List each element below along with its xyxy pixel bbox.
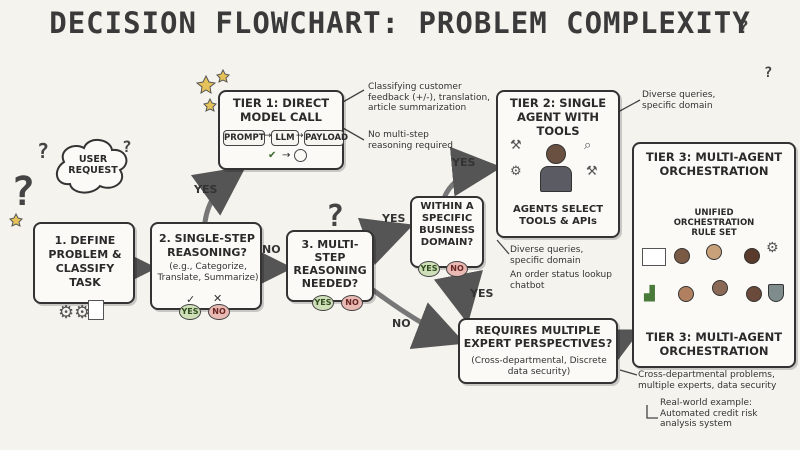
gear-icon: ⚙ [510,164,522,179]
question-mark-icon: ? [738,17,749,38]
star-icon [9,212,23,227]
multi-expert-title: REQUIRES MULTIPLE EXPERT PERSPECTIVES? [463,324,613,350]
agent-avatar-icon [678,286,694,302]
gear-icon: ⚙ [766,240,779,256]
agent-avatar-icon [744,248,760,264]
llm-chip: LLM [271,130,299,146]
tier2-box: TIER 2: SINGLE AGENT WITH TOOLS ⚒ ⚙ ⌕ ⚒ … [496,90,620,238]
user-request-label: USER REQUEST [68,154,118,176]
step1-label: 1. DEFINE PROBLEM & CLASSIFY TASK [48,234,122,289]
arrow-right-icon: → [296,131,304,141]
question-mark-icon: ? [764,65,772,81]
tier1-title: TIER 1: DIRECT MODEL CALL [232,96,330,124]
arrow-expert-tier3 [585,329,641,375]
step2-no-badge: NO [208,304,230,320]
tier2-top-note: Diverse queries, specific domain [642,90,716,111]
arrow-domain-expert [433,269,483,324]
step3-box: 3. MULTI-STEP REASONING NEEDED? [286,230,374,302]
edge-label-domain-yes-bottom: YES [470,287,494,300]
tier2-bottom-note-1: Diverse queries, specific domain [510,245,584,266]
page-title: DECISION FLOWCHART: PROBLEM COMPLEXITY [49,6,751,40]
tier1-examples-note: Classifying customer feedback (+/-), tra… [368,82,491,113]
document-icon [88,300,104,320]
search-icon: ⌕ [584,138,592,153]
agent-avatar-icon [706,244,722,260]
step2-title: 2. SINGLE-STEP REASONING? [158,232,255,259]
domain-question-title: WITHIN A SPECIFIC BUSINESS DOMAIN? [419,201,475,248]
payload-chip: PAYLOAD [304,130,348,146]
edge-label-domain-yes-top: YES [452,156,476,169]
step3-title: 3. MULTI-STEP REASONING NEEDED? [293,238,367,290]
domain-question-box: WITHIN A SPECIFIC BUSINESS DOMAIN? [410,196,484,268]
tier3-box: TIER 3: MULTI-AGENT ORCHESTRATION UNIFIE… [632,142,796,368]
domain-no-badge: NO [446,261,468,277]
step1-box: 1. DEFINE PROBLEM & CLASSIFY TASK [33,222,135,304]
check-icon: ✓ [186,293,196,306]
news-icon [642,248,666,266]
cross-icon: ✕ [213,292,223,305]
arrow-right-icon: → [282,150,291,161]
star-icon [216,68,230,83]
domain-yes-badge: YES [418,261,440,277]
tier3-title-top: TIER 3: MULTI-AGENT ORCHESTRATION [645,150,783,178]
arrow-step3-domain [357,217,414,265]
star-icon [195,74,217,94]
question-mark-icon: ? [122,137,132,156]
edge-label-step3-no: NO [392,317,411,330]
tier3-cloud-label: UNIFIED ORCHESTRATION RULE SET [673,208,755,238]
multi-expert-box: REQUIRES MULTIPLE EXPERT PERSPECTIVES? (… [458,318,618,384]
agent-avatar-icon [712,280,728,296]
question-mark-icon: ? [37,139,49,163]
user-request-cloud [55,139,128,194]
arrow-domain-tier2 [442,146,502,199]
step2-yes-badge: YES [179,304,201,320]
agent-person-icon [538,144,574,192]
chart-icon: ▟ [644,286,655,302]
edge-label-step2-no: NO [262,243,281,256]
arrow-right-icon: → [264,131,272,141]
wrench-icon: ⚒ [510,138,522,153]
arrow-step2-tier1 [190,166,247,225]
agent-avatar-icon [746,286,762,302]
step3-yes-badge: YES [312,295,334,311]
tier3-agents-illustration: ⚙ ▟ [640,240,790,334]
hammer-icon: ⚒ [586,164,598,179]
check-circle-icon: ✔ [268,150,277,161]
question-mark-icon: ? [326,199,344,234]
gears-icon: ⚙⚙ [58,302,91,323]
tier2-subtitle: AGENTS SELECT TOOLS & APIs [512,204,604,227]
step2-examples: (e.g., Categorize, Translate, Summarize) [157,262,259,283]
arrow-step3-expert [370,287,466,349]
step3-no-badge: NO [341,295,363,311]
tier3-example: Real-world example: Automated credit ris… [660,398,758,429]
tier3-title-bottom: TIER 3: MULTI-AGENT ORCHESTRATION [645,330,783,358]
shield-icon [768,284,784,302]
tier2-bottom-note-2: An order status lookup chatbot [510,270,612,291]
agent-avatar-icon [674,248,690,264]
star-icon [203,97,217,112]
tier2-title: TIER 2: SINGLE AGENT WITH TOOLS [509,96,607,138]
multi-expert-detail: (Cross-departmental, Discrete data secur… [471,356,607,377]
edge-label-step3-yes: YES [382,212,406,225]
step2-box: 2. SINGLE-STEP REASONING? (e.g., Categor… [150,222,262,310]
tier3-note: Cross-departmental problems, multiple ex… [638,370,777,391]
question-mark-icon: ? [11,169,35,215]
upload-icon [294,149,307,162]
edge-label-step2-yes: YES [194,183,218,196]
prompt-chip: PROMPT [223,130,265,146]
tier1-nomulti-note: No multi-step reasoning required [368,130,453,151]
